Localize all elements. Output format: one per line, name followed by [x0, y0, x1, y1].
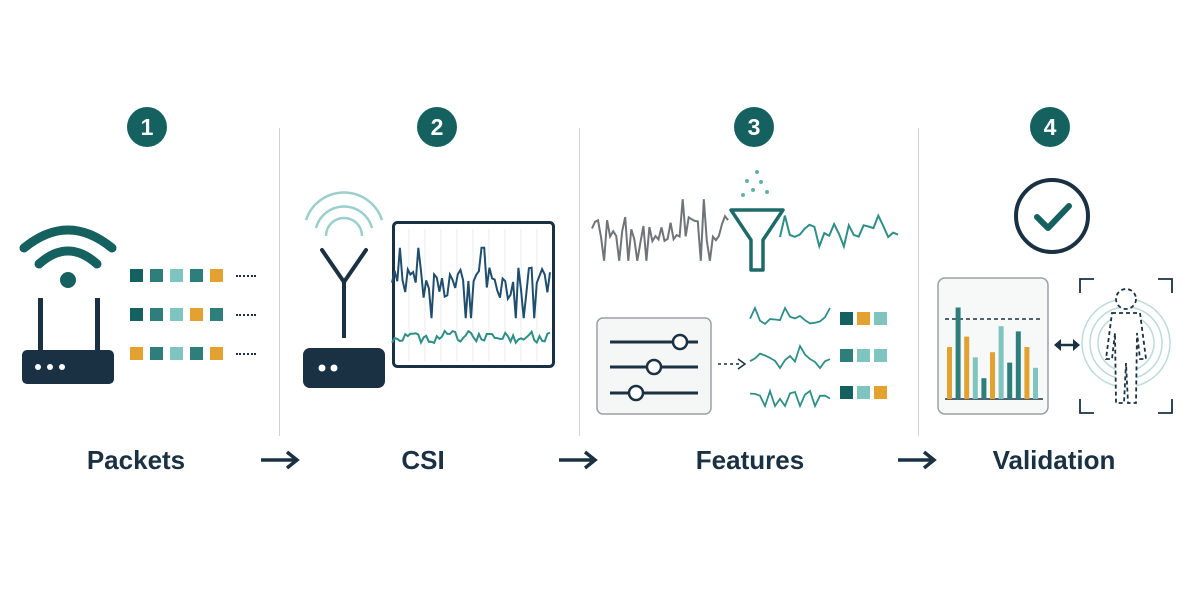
flow-arrow [559, 450, 598, 470]
flow-arrow [261, 450, 300, 470]
filtered-signal-waveform [779, 213, 899, 250]
packet-row [130, 269, 270, 282]
raw-signal-waveform [591, 199, 729, 261]
feature-square [857, 349, 870, 362]
packet-square [210, 269, 223, 282]
section-divider [579, 128, 580, 436]
validation-bar [972, 357, 978, 399]
feature-square [840, 386, 853, 399]
packet-square [210, 347, 223, 360]
step-3-label: Features [695, 445, 805, 475]
packet-square [150, 269, 163, 282]
validation-bar [1015, 331, 1021, 399]
feature-square [874, 312, 887, 325]
feature-vector-row [840, 386, 900, 399]
validation-bar [981, 378, 987, 399]
packet-square [170, 347, 183, 360]
packet-square [130, 347, 143, 360]
validation-bar [1007, 362, 1013, 399]
packet-square [170, 269, 183, 282]
packet-stream [130, 269, 270, 360]
packet-square [190, 308, 203, 321]
validation-bar [947, 347, 952, 399]
feature-signal-traces [749, 305, 831, 409]
validation-bar [1024, 347, 1030, 399]
csi-amplitude-plot [391, 221, 555, 368]
step-3-badge: 3 [734, 107, 774, 147]
packet-square [170, 308, 183, 321]
validation-bar-chart [937, 277, 1049, 415]
step-1-label: Packets [86, 445, 186, 475]
step-4-label: Validation [992, 445, 1116, 475]
validation-bar [955, 307, 961, 399]
dashed-arrow [718, 358, 747, 370]
step-4-badge: 4 [1030, 107, 1070, 147]
csi-signal-line [391, 246, 551, 319]
feature-vector-row [840, 349, 900, 362]
section-divider [279, 128, 280, 436]
feature-square [874, 349, 887, 362]
feature-sliders-panel [596, 317, 712, 415]
packet-square [130, 269, 143, 282]
antenna-router-icon [303, 191, 385, 388]
packet-square [150, 308, 163, 321]
section-divider [918, 128, 919, 436]
filter-funnel-icon [729, 170, 785, 272]
feature-vectors [840, 312, 900, 399]
validation-bar [990, 352, 995, 399]
bidirectional-arrow [1054, 339, 1080, 351]
ellipsis-dots [236, 274, 256, 277]
validation-bar [964, 336, 970, 399]
packet-square [210, 308, 223, 321]
wifi-router-icon [19, 225, 117, 384]
feature-square [857, 312, 870, 325]
packet-square [190, 347, 203, 360]
validation-bar [1033, 367, 1038, 399]
ellipsis-dots [236, 352, 256, 355]
validation-bar [998, 326, 1004, 399]
check-circle-icon [1014, 178, 1090, 254]
step-1-badge: 1 [127, 107, 167, 147]
packet-square [190, 269, 203, 282]
packet-square [130, 308, 143, 321]
feature-square [840, 349, 853, 362]
step-2-label: CSI [401, 445, 445, 475]
human-presence-icon [1079, 278, 1173, 414]
packet-square [150, 347, 163, 360]
ellipsis-dots [236, 313, 256, 316]
feature-square [840, 312, 853, 325]
csi-signal-line [391, 329, 551, 346]
flow-arrow [898, 450, 937, 470]
packet-row [130, 308, 270, 321]
step-2-badge: 2 [417, 107, 457, 147]
feature-vector-row [840, 312, 900, 325]
feature-square [857, 386, 870, 399]
feature-square [874, 386, 887, 399]
packet-row [130, 347, 270, 360]
